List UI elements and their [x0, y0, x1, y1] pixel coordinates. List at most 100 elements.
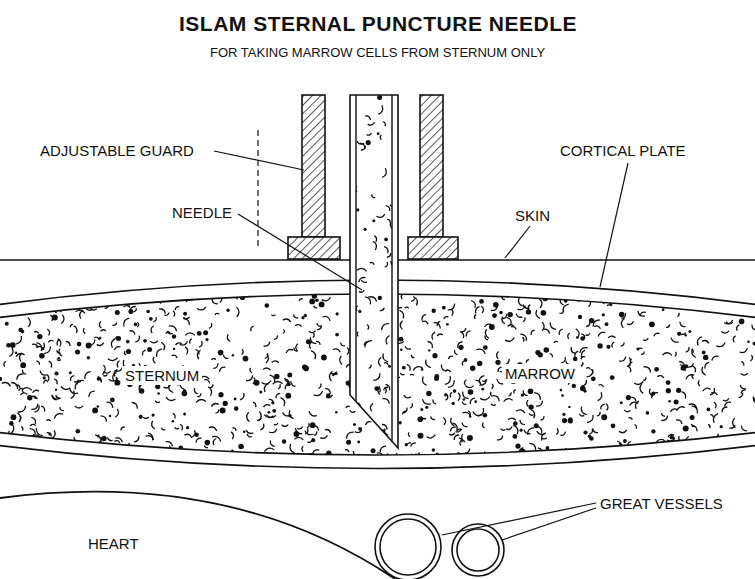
texture-stroke	[325, 430, 331, 433]
texture-stroke	[589, 429, 592, 434]
texture-stroke	[468, 389, 474, 395]
texture-stroke	[346, 406, 350, 408]
texture-stroke	[147, 347, 152, 352]
texture-stroke	[670, 435, 675, 440]
texture-stroke	[383, 122, 386, 127]
texture-stroke	[542, 296, 548, 302]
texture-stroke	[380, 135, 381, 140]
texture-stroke	[209, 282, 211, 287]
texture-stroke	[493, 302, 499, 308]
texture-stroke	[636, 348, 639, 351]
texture-stroke	[420, 408, 423, 411]
texture-stroke	[203, 330, 208, 335]
texture-stroke	[476, 349, 485, 354]
texture-stroke	[75, 406, 83, 408]
texture-stroke	[307, 438, 313, 442]
texture-stroke	[388, 365, 391, 368]
subtitle: FOR TAKING MARROW CELLS FROM STERNUM ONL…	[210, 45, 545, 60]
texture-stroke	[19, 284, 23, 292]
texture-stroke	[47, 329, 49, 335]
texture-stroke	[251, 326, 254, 331]
texture-stroke	[504, 399, 513, 402]
texture-stroke	[41, 343, 45, 351]
texture-stroke	[572, 384, 576, 388]
texture-stroke	[164, 313, 169, 316]
texture-stroke	[483, 413, 488, 418]
texture-stroke	[495, 360, 500, 365]
texture-stroke	[209, 427, 217, 431]
texture-stroke	[185, 434, 192, 437]
texture-stroke	[240, 295, 245, 300]
texture-stroke	[432, 332, 435, 339]
texture-stroke	[463, 398, 466, 401]
texture-stroke	[666, 324, 670, 327]
texture-stroke	[410, 374, 414, 375]
texture-stroke	[425, 406, 428, 409]
texture-stroke	[18, 406, 26, 412]
texture-stroke	[37, 334, 42, 339]
texture-stroke	[195, 433, 199, 437]
texture-stroke	[733, 336, 735, 342]
texture-stroke	[74, 326, 78, 333]
texture-stroke	[754, 398, 755, 401]
texture-stroke	[183, 319, 189, 326]
texture-stroke	[560, 432, 565, 436]
texture-stroke	[528, 404, 533, 409]
texture-stroke	[291, 285, 297, 290]
texture-stroke	[61, 387, 70, 390]
texture-stroke	[722, 407, 727, 412]
texture-stroke	[183, 294, 188, 299]
texture-stroke	[336, 312, 339, 315]
texture-stroke	[671, 454, 676, 459]
texture-stroke	[598, 332, 605, 336]
texture-stroke	[143, 339, 147, 343]
texture-stroke	[211, 404, 218, 407]
texture-stroke	[18, 413, 21, 422]
texture-stroke	[432, 353, 437, 358]
texture-stroke	[725, 402, 731, 406]
texture-stroke	[403, 408, 407, 413]
texture-stroke	[514, 390, 516, 394]
texture-stroke	[361, 280, 367, 282]
texture-stroke	[302, 446, 303, 451]
texture-stroke	[601, 404, 605, 409]
texture-stroke	[222, 462, 227, 467]
texture-stroke	[17, 374, 24, 380]
texture-stroke	[518, 297, 522, 306]
texture-stroke	[13, 444, 19, 450]
texture-stroke	[320, 435, 327, 438]
texture-stroke	[318, 384, 321, 389]
texture-stroke	[150, 341, 158, 343]
texture-stroke	[286, 349, 293, 352]
texture-stroke	[401, 294, 402, 299]
texture-stroke	[315, 456, 324, 460]
texture-stroke	[258, 411, 261, 421]
texture-stroke	[589, 436, 594, 441]
texture-stroke	[157, 349, 162, 357]
texture-stroke	[225, 289, 233, 294]
texture-stroke	[453, 389, 457, 393]
texture-stroke	[115, 310, 120, 315]
texture-stroke	[124, 351, 126, 355]
texture-stroke	[153, 357, 155, 363]
texture-stroke	[314, 431, 317, 435]
texture-stroke	[27, 308, 30, 311]
texture-stroke	[631, 397, 636, 401]
texture-stroke	[321, 355, 327, 361]
texture-stroke	[432, 309, 436, 313]
texture-stroke	[336, 463, 339, 466]
texture-stroke	[480, 458, 485, 462]
texture-stroke	[488, 283, 492, 287]
texture-stroke	[505, 338, 514, 342]
texture-stroke	[67, 442, 73, 448]
texture-stroke	[383, 399, 390, 404]
texture-stroke	[111, 339, 115, 348]
texture-stroke	[693, 301, 697, 305]
texture-stroke	[482, 380, 486, 381]
texture-stroke	[399, 337, 404, 342]
texture-stroke	[405, 346, 411, 349]
texture-stroke	[622, 313, 626, 319]
texture-stroke	[700, 464, 707, 467]
texture-stroke	[712, 356, 719, 360]
texture-stroke	[411, 443, 416, 447]
